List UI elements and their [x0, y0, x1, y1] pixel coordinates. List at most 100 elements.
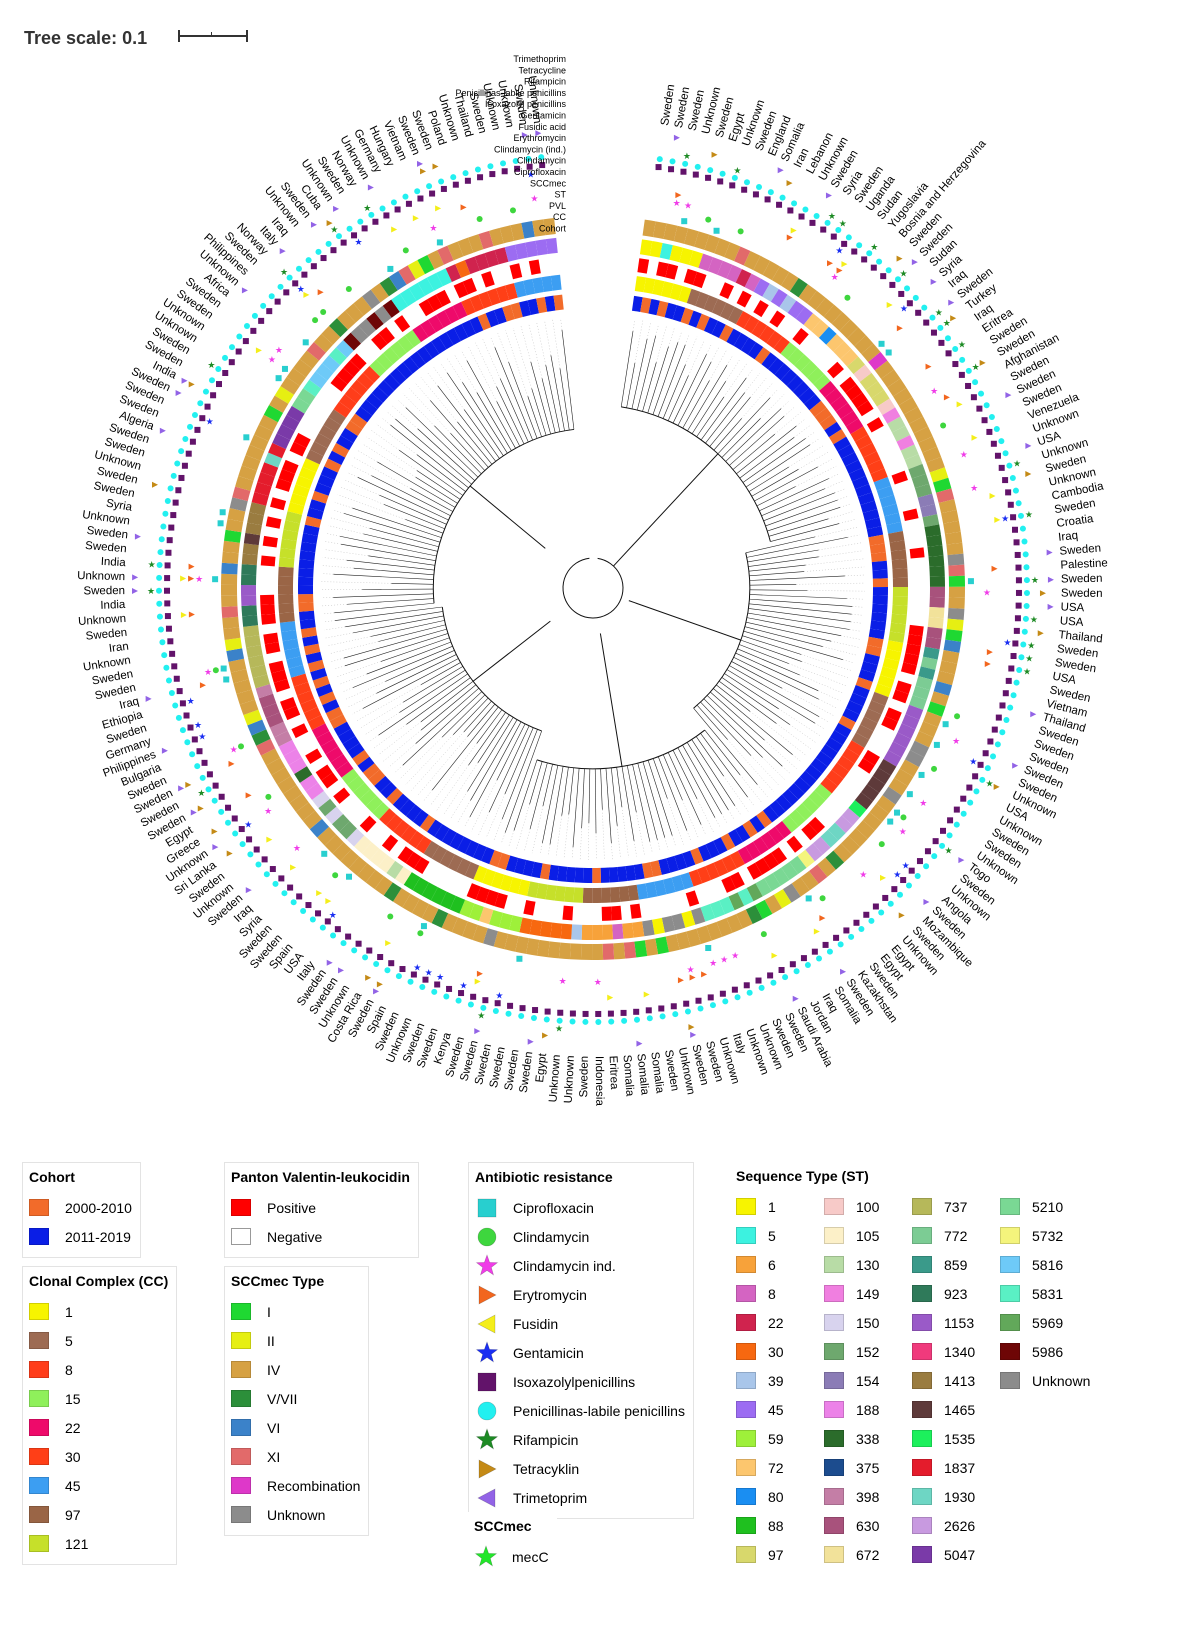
pvl-ring-segment — [260, 594, 275, 605]
tip-label: India — [100, 556, 126, 569]
tree-branch — [713, 688, 793, 755]
sccmec-ring-segment — [881, 369, 901, 388]
tree-guide-line — [721, 813, 728, 825]
tree-branch — [687, 365, 728, 432]
sccmec-ring-segment — [848, 828, 868, 848]
resistance-mark — [956, 401, 963, 408]
resistance-mark — [1015, 577, 1022, 584]
ring-label: Ciprofloxacin — [514, 167, 566, 177]
cohort-ring-segment — [703, 317, 718, 335]
tree-branch — [693, 708, 758, 785]
tree-guide-line — [528, 323, 543, 379]
tree-branch — [470, 719, 518, 801]
tree-branch — [739, 644, 789, 664]
ring-label: PVL — [549, 201, 566, 211]
st-ring-segment — [924, 636, 942, 650]
tree-guide-line — [420, 377, 458, 423]
cohort-ring-segment — [767, 357, 785, 375]
resistance-mark — [286, 274, 293, 281]
resistance-mark — [978, 390, 985, 397]
st-legend-label: 97 — [768, 1546, 784, 1563]
tree-guide-line — [726, 354, 734, 366]
resistance-mark — [518, 1013, 525, 1020]
resistance-mark — [387, 265, 394, 272]
cc-ring-segment — [773, 336, 790, 354]
sccmec-ring-segment — [249, 434, 269, 451]
st-ring-segment — [297, 388, 316, 406]
resistance-mark — [239, 841, 246, 848]
st-ring-segment — [529, 919, 543, 936]
cc-ring-segment — [350, 379, 368, 397]
cc-ring-segment — [662, 877, 676, 895]
tree-branch — [581, 768, 585, 829]
pvl-ring-segment — [378, 326, 395, 344]
st-color-swatch — [736, 1198, 756, 1215]
resistance-mark — [368, 211, 375, 218]
cc-ring-segment — [820, 776, 838, 794]
st-ring-segment — [305, 782, 324, 800]
cc-ring-segment — [618, 885, 630, 902]
tree-branch — [469, 485, 546, 549]
tree-branch — [420, 684, 477, 731]
cohort-ring-segment — [633, 863, 645, 880]
resistance-mark — [188, 611, 195, 618]
cohort-color-swatch — [29, 1199, 49, 1216]
st-color-swatch — [1000, 1198, 1020, 1215]
sccmec-ring-segment — [938, 499, 957, 514]
legend-antibiotic-title: Antibiotic resistance — [475, 1169, 613, 1185]
resistance-mark — [474, 978, 481, 985]
resistance-mark: ★ — [495, 990, 503, 1000]
cohort-ring-segment — [845, 459, 863, 474]
resistance-mark — [1007, 501, 1014, 508]
cc-legend-item: 30 — [29, 1442, 168, 1471]
tree-branch — [704, 729, 741, 776]
ring-label: Fusidic acid — [518, 122, 566, 132]
cohort-ring-segment — [871, 603, 888, 614]
sccmec-ring-segment — [515, 936, 529, 954]
tree-branch — [368, 555, 435, 566]
st-ring-segment — [872, 767, 891, 785]
sccmec-ring-segment — [266, 757, 286, 776]
sccmec-ring-segment — [943, 520, 961, 535]
resistance-mark — [228, 359, 235, 366]
resistance-mark — [979, 776, 986, 783]
resistance-mark — [1047, 603, 1054, 610]
pvl-ring-segment — [283, 705, 301, 721]
resistance-mark — [414, 188, 421, 195]
tree-branch — [379, 494, 447, 525]
tree-guide-line — [463, 816, 471, 828]
resistance-mark — [840, 968, 847, 975]
sccmec-ring-segment — [929, 467, 949, 483]
st-ring-segment — [391, 293, 409, 312]
tree-guide-line — [804, 566, 865, 572]
cohort-ring-segment — [726, 328, 742, 346]
sccmec-ring-segment — [913, 426, 933, 443]
cc-ring-segment — [819, 380, 837, 398]
pvl-ring-segment — [753, 300, 769, 318]
tree-branch — [353, 567, 434, 576]
resistance-mark — [1013, 627, 1020, 634]
sccmec-ring-segment — [402, 893, 420, 913]
tree-branch — [343, 513, 441, 543]
tree-guide-line — [536, 321, 547, 366]
tree-branch — [405, 407, 479, 478]
resistance-mark — [388, 960, 395, 967]
sccmec-ring-segment — [365, 869, 385, 890]
resistance-mark: ★ — [684, 201, 692, 211]
cc-ring-segment — [870, 468, 888, 483]
tree-branch — [383, 504, 445, 529]
resistance-mark — [755, 977, 762, 984]
cc-ring-segment — [835, 402, 854, 420]
pvl-ring-segment — [907, 634, 923, 647]
resistance-mark — [894, 809, 901, 816]
cohort-ring-segment — [298, 610, 315, 621]
sccmec-ring-segment — [919, 721, 938, 738]
sccmec-ring-segment — [526, 938, 540, 956]
st-ring-segment — [386, 860, 404, 880]
resistance-mark — [269, 866, 276, 873]
sccmec-ring-segment — [808, 864, 828, 884]
tree-guide-line — [560, 317, 563, 330]
resistance-mark: ★ — [972, 362, 980, 372]
cc-ring-segment — [311, 723, 330, 739]
pvl-ring-segment — [909, 547, 925, 559]
